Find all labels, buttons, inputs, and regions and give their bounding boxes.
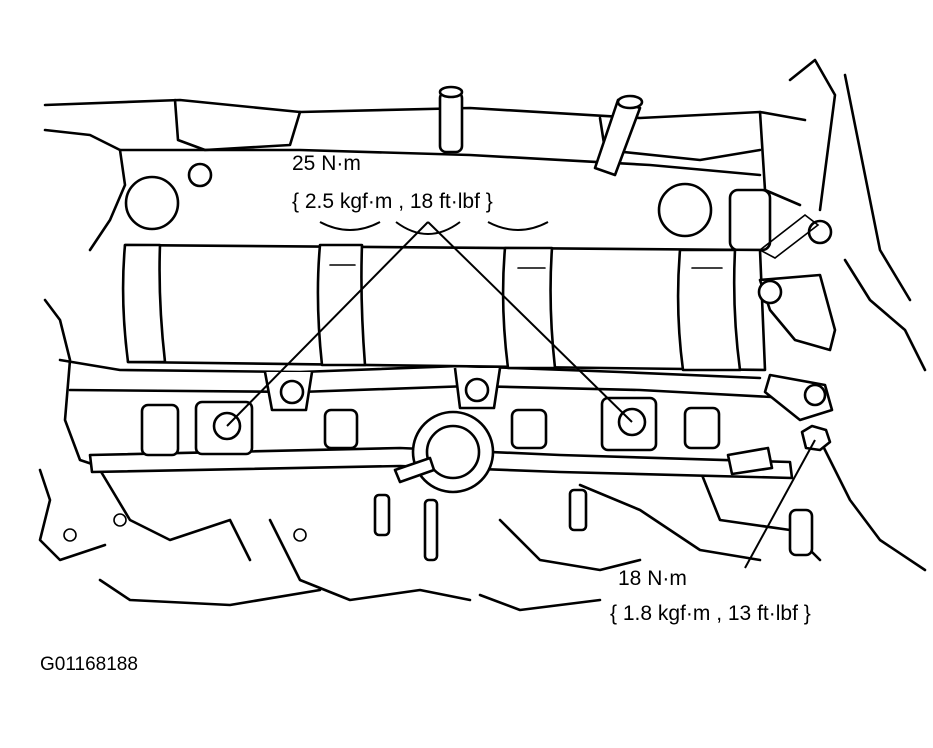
upper-torque-nm: 25 N·m (292, 152, 361, 175)
leader-line-right-bolt (427, 221, 633, 423)
upper-callout-leaders (226, 221, 633, 427)
upper-torque-alt: { 2.5 kgf·m , 18 ft·lbf } (292, 190, 493, 213)
top-studs (187, 85, 644, 188)
manifold-ports (124, 175, 772, 252)
figure-id: G01168188 (40, 654, 138, 675)
fuel-rail (88, 367, 794, 494)
leader-line-left-bolt (226, 221, 429, 427)
fuel-line-nut-18nm (800, 424, 832, 452)
lower-torque-nm: 18 N·m (618, 567, 687, 590)
engine-background (38, 58, 927, 612)
right-bracket (757, 213, 837, 452)
intake-runners (121, 243, 767, 372)
leader-line-nut (744, 439, 816, 569)
lower-torque-callout: 18 N·m { 1.8 kgf·m , 13 ft·lbf } (610, 439, 816, 625)
lower-torque-alt: { 1.8 kgf·m , 13 ft·lbf } (610, 602, 811, 625)
upper-torque-callout: 25 N·m { 2.5 kgf·m , 18 ft·lbf } (292, 152, 493, 213)
